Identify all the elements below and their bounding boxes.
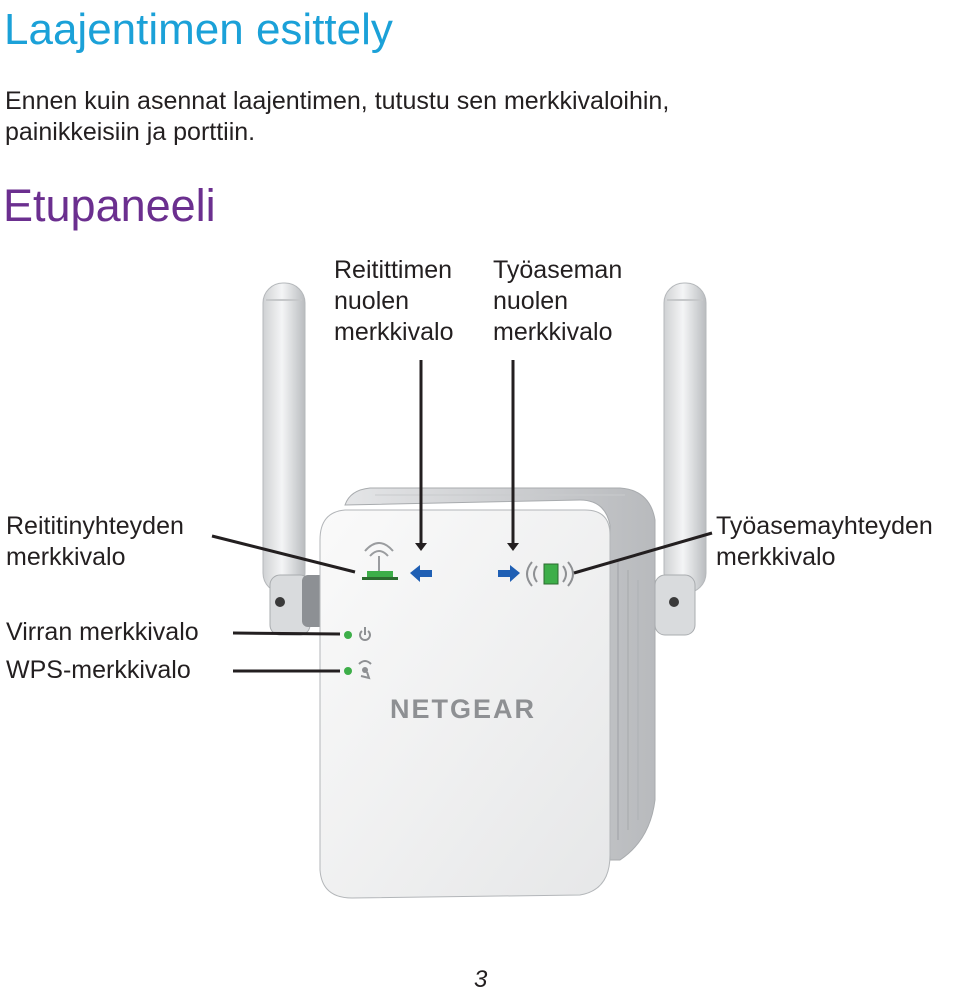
router-arrow-callout-line-3: merkkivalo [334, 317, 453, 348]
brand-logo: NETGEAR [390, 694, 536, 724]
page-number: 3 [474, 966, 487, 994]
router-link-callout: Reititinyhteyden merkkivalo [6, 511, 184, 573]
client-arrow-callout-line-1: Työaseman [493, 255, 622, 286]
router-arrow-callout-line-1: Reitittimen [334, 255, 453, 286]
client-link-callout-line-2: merkkivalo [716, 542, 933, 573]
client-link-callout: Työasemayhteyden merkkivalo [716, 511, 933, 573]
client-arrow-callout-line-3: merkkivalo [493, 317, 622, 348]
client-link-callout-line-1: Työasemayhteyden [716, 511, 933, 542]
left-antenna [263, 283, 326, 635]
power-callout: Virran merkkivalo [6, 617, 199, 648]
router-link-callout-line-2: merkkivalo [6, 542, 184, 573]
client-arrow-callout: Työaseman nuolen merkkivalo [493, 255, 622, 348]
client-arrow-callout-line-2: nuolen [493, 286, 622, 317]
power-callout-text: Virran merkkivalo [6, 617, 199, 648]
router-link-callout-line-1: Reititinyhteyden [6, 511, 184, 542]
wps-callout: WPS-merkkivalo [6, 655, 191, 686]
router-arrow-callout-line-2: nuolen [334, 286, 453, 317]
wps-callout-text: WPS-merkkivalo [6, 655, 191, 686]
router-arrow-callout: Reitittimen nuolen merkkivalo [334, 255, 453, 348]
extender-body [320, 488, 655, 898]
